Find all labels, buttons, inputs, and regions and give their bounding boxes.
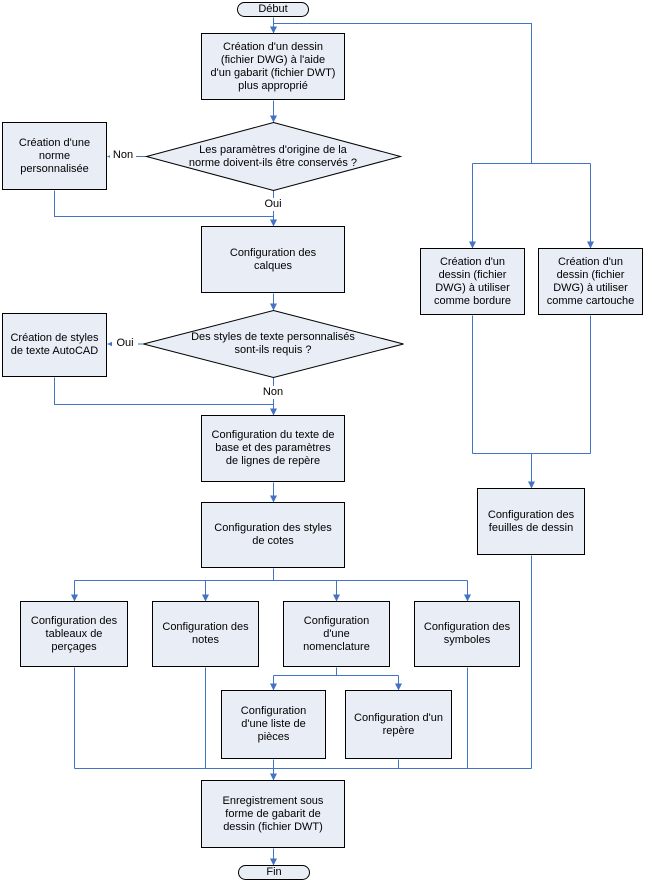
node-configure-symbols: Configuration des symboles [414,601,520,667]
node-create-border-drawing-label: Création d'un dessin (fichier DWG) à uti… [433,255,512,307]
node-configure-balloon-label: Configuration d'un repère [354,711,443,737]
node-create-custom-standard: Création d'une norme personnalisée [2,122,107,190]
branch-label-oui-1: Oui [259,198,287,211]
node-create-drawing-label: Création d'un dessin (fichier DWG) à l'a… [210,40,336,92]
node-configure-balloon: Configuration d'un repère [345,690,452,759]
node-configure-hole-tables-label: Configuration des tableaux de perçages [30,614,118,653]
node-create-custom-standard-label: Création d'une norme personnalisée [18,136,91,175]
node-create-titleblock-drawing: Création d'un dessin (fichier DWG) à uti… [538,248,643,315]
connector [273,23,532,164]
node-configure-dim-styles-label: Configuration des styles de cotes [214,522,332,547]
node-configure-parts-list-label: Configuration d'une liste de pièces [240,705,307,743]
connector [54,190,274,217]
end-terminator: Fin [238,865,310,880]
start-label: Début [258,3,288,15]
node-configure-parts-list: Configuration d'une liste de pièces [221,690,326,759]
node-configure-nomenclature-label: Configuration d'une nomenclature [303,614,370,653]
node-configure-layers-label: Configuration des calques [229,246,317,272]
node-configure-nomenclature: Configuration d'une nomenclature [283,601,390,667]
node-save-template: Enregistrement sous forme de gabarit de … [201,780,345,848]
node-create-text-styles: Création de styles de texte AutoCAD [2,313,107,377]
branch-label-non-2: Non [259,386,287,399]
decision-keep-standard-text: Les paramètres d'origine de la norme doi… [188,143,358,169]
decision-diamond-text-styles [143,309,404,379]
branch-label-oui-2: Oui [112,337,138,350]
node-create-drawing: Création d'un dessin (fichier DWG) à l'a… [201,33,345,100]
node-configure-sheets: Configuration des feuilles de dessin [477,488,585,555]
node-configure-base-text: Configuration du texte de base et des pa… [201,415,345,482]
node-save-template-label: Enregistrement sous forme de gabarit de … [222,794,324,833]
node-create-text-styles-label: Création de styles de texte AutoCAD [10,332,99,357]
node-configure-hole-tables: Configuration des tableaux de perçages [20,601,128,667]
node-configure-base-text-label: Configuration du texte de base et des pa… [211,429,335,467]
node-create-titleblock-drawing-label: Création d'un dessin (fichier DWG) à uti… [546,255,635,307]
connector [54,377,274,405]
start-terminator: Début [237,2,309,17]
node-create-border-drawing: Création d'un dessin (fichier DWG) à uti… [420,248,525,315]
node-configure-notes: Configuration des notes [152,601,259,667]
node-configure-layers: Configuration des calques [201,226,345,293]
decision-text-styles-text: Des styles de texte personnalisés sont-i… [191,330,355,356]
node-configure-dim-styles: Configuration des styles de cotes [201,502,345,568]
node-configure-sheets-label: Configuration des feuilles de dessin [487,508,575,534]
end-label: Fin [266,866,282,878]
decision-diamond-keep-standard [144,121,403,192]
branch-label-non-1: Non [110,149,136,162]
connectors [54,17,594,866]
node-configure-notes-label: Configuration des notes [162,621,249,646]
node-configure-symbols-label: Configuration des symboles [423,621,511,646]
